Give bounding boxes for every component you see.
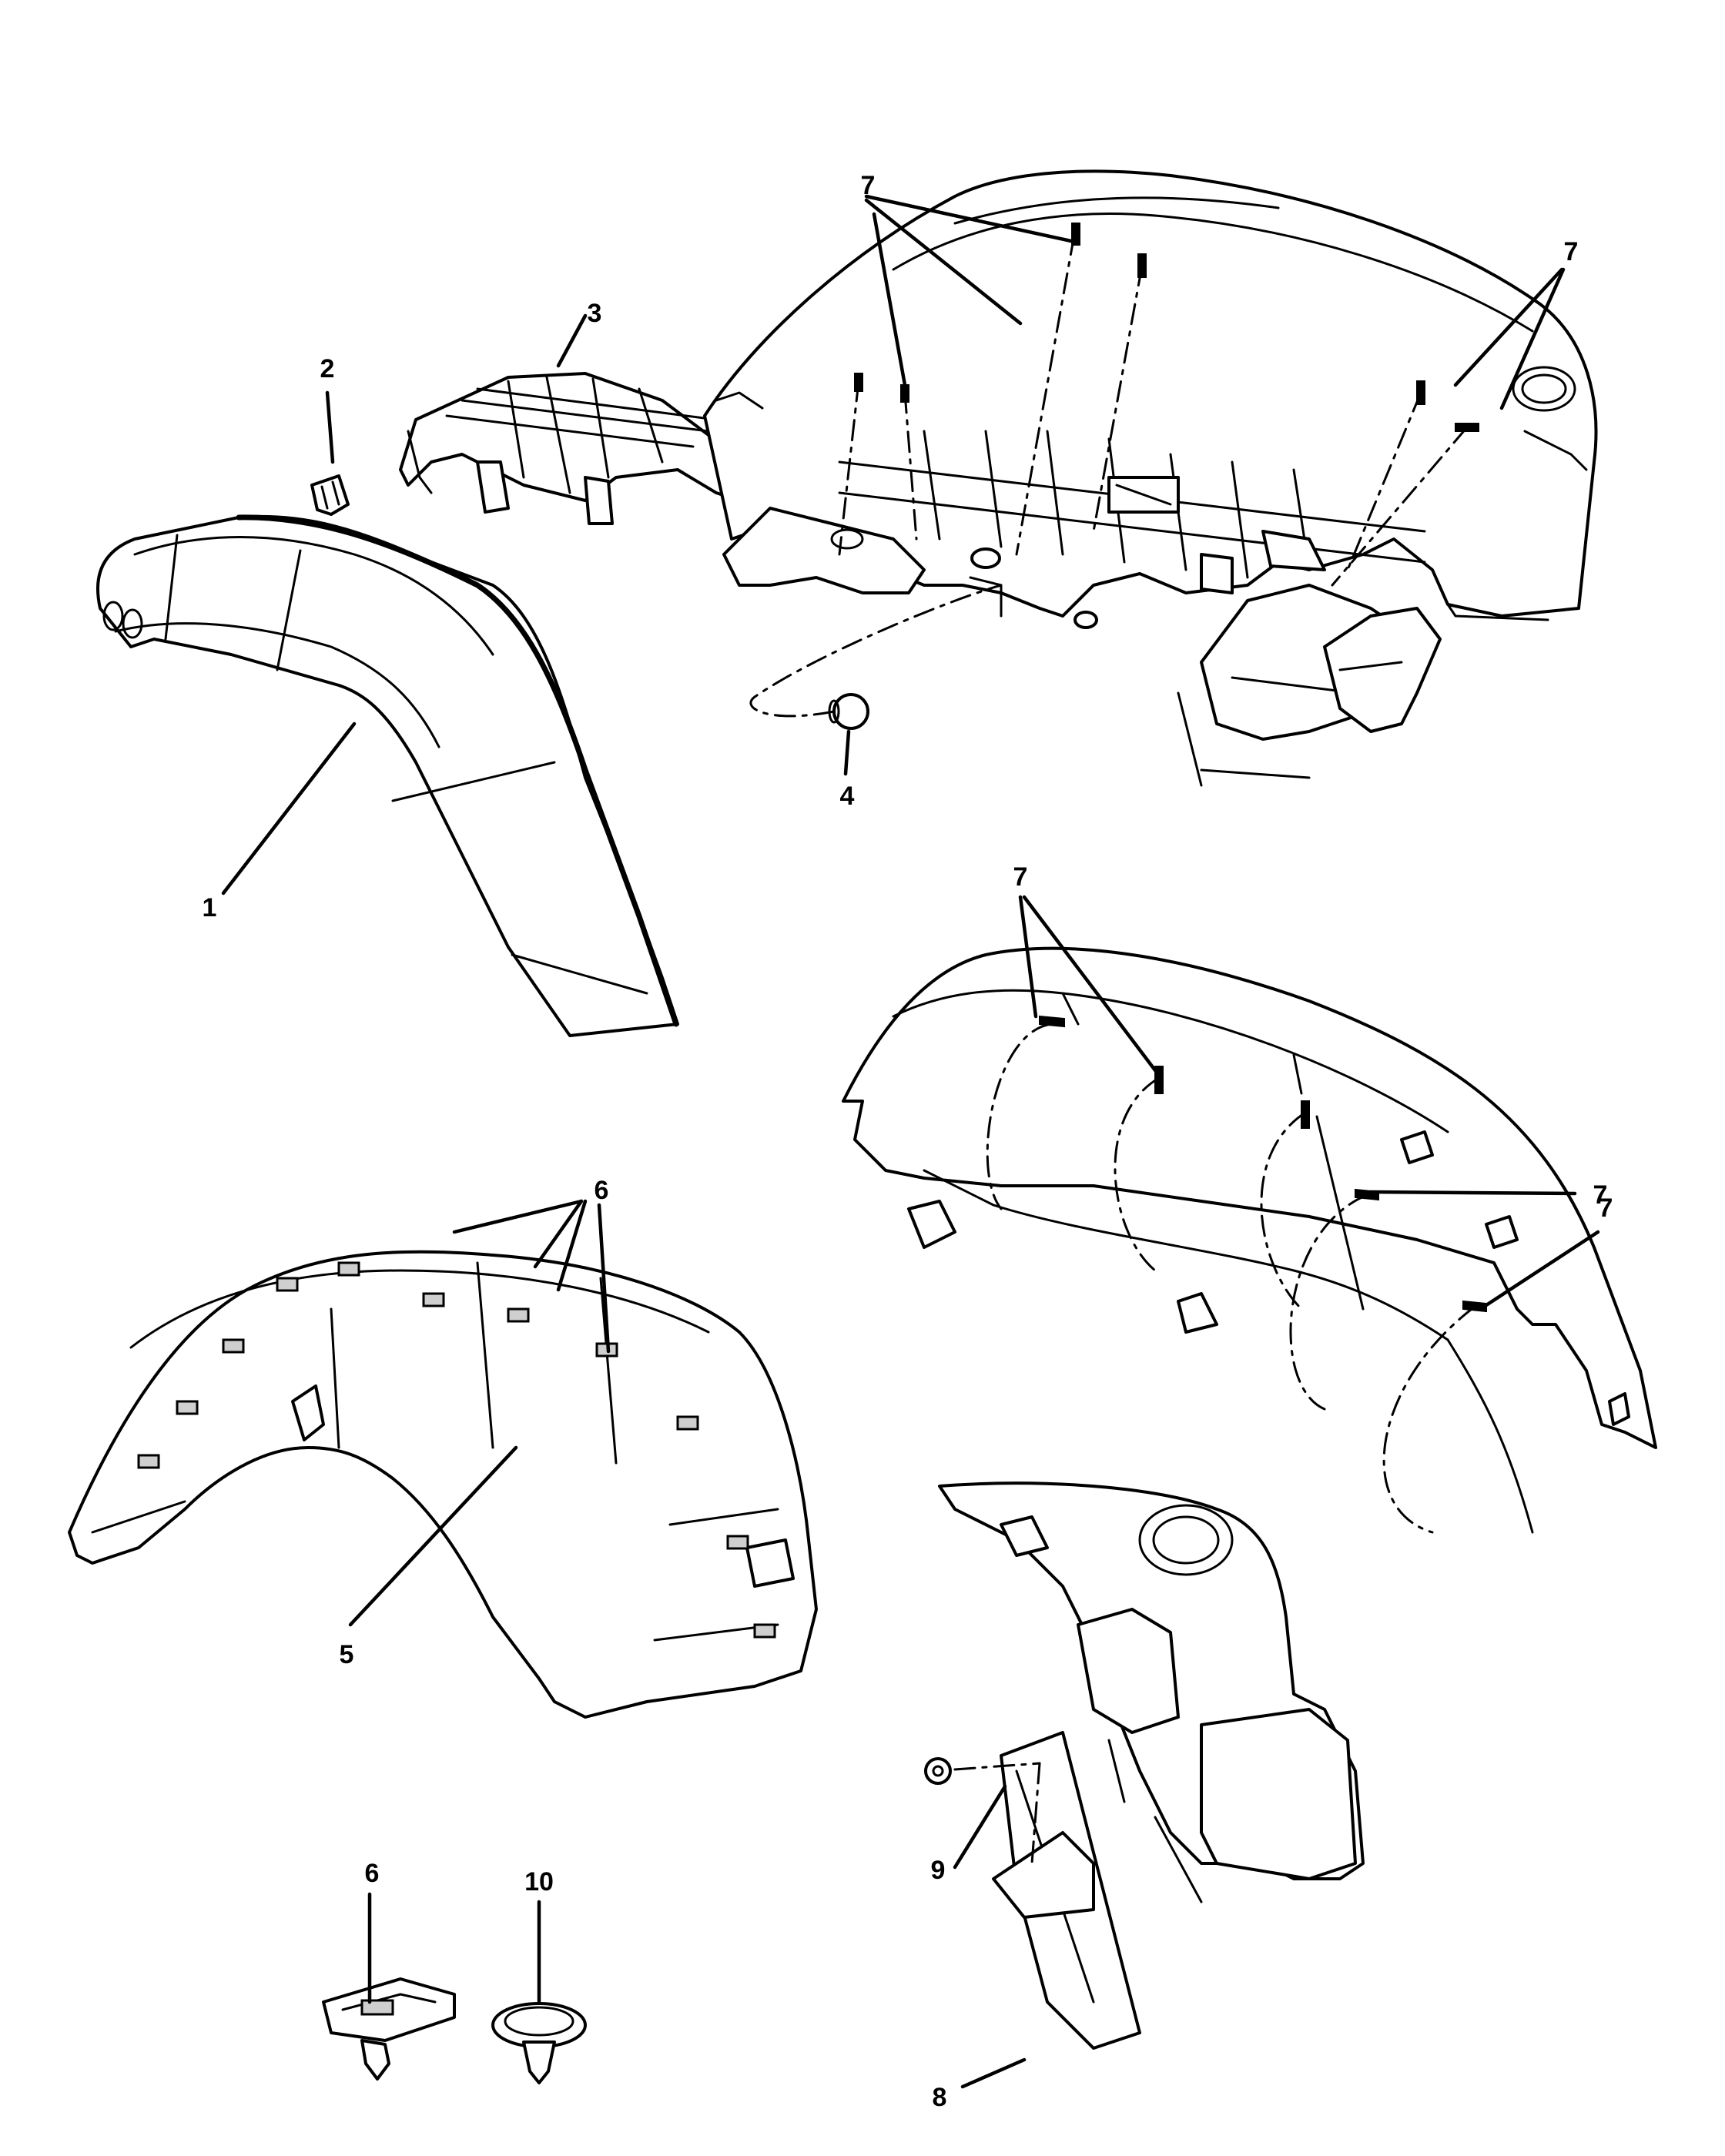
assembly-line	[953, 1762, 1041, 1771]
assembly-line	[1114, 1076, 1161, 1272]
callout-7-d: 7	[1593, 1180, 1608, 1210]
callout-6-bottom: 6	[365, 1859, 380, 1888]
assembly-line	[1015, 233, 1076, 556]
leader-lines	[221, 194, 1600, 2089]
part-5-rear-fender-flare	[68, 1250, 818, 1719]
assembly-line	[1331, 426, 1469, 587]
callout-2: 2	[320, 354, 335, 383]
assembly-line	[1030, 1762, 1041, 1865]
assembly-line	[986, 1023, 1053, 1210]
assembly-line	[749, 584, 1003, 718]
callout-3: 3	[588, 299, 602, 328]
part-3-bracket	[399, 372, 756, 525]
callout-6-top: 6	[595, 1176, 609, 1205]
part-9-fastener	[924, 1757, 952, 1785]
callout-7-a: 7	[861, 171, 876, 200]
callout-5: 5	[340, 1640, 354, 1669]
callout-8: 8	[933, 2083, 947, 2112]
assembly-line	[1092, 264, 1144, 533]
rear-bumper	[842, 946, 1657, 1534]
part-1-fender-flare	[96, 514, 679, 1037]
callout-7-c: 7	[1013, 862, 1028, 892]
assembly-line	[1260, 1111, 1307, 1311]
assembly-line	[1346, 391, 1422, 571]
callout-1: 1	[203, 893, 217, 922]
callout-4: 4	[840, 782, 855, 811]
part-6-push-clip	[322, 1977, 456, 2081]
callout-7-b: 7	[1564, 237, 1579, 266]
assembly-line	[903, 391, 918, 541]
callout-10: 10	[524, 1867, 554, 1897]
callout-7-e: 7	[1599, 1194, 1613, 1223]
assembly-line	[838, 380, 860, 556]
part-10-push-pin	[491, 2002, 587, 2084]
part-2-clip	[310, 474, 350, 516]
front-bumper-assembly	[703, 169, 1598, 787]
assembly-line	[1382, 1305, 1476, 1534]
callout-9: 9	[931, 1856, 946, 1885]
